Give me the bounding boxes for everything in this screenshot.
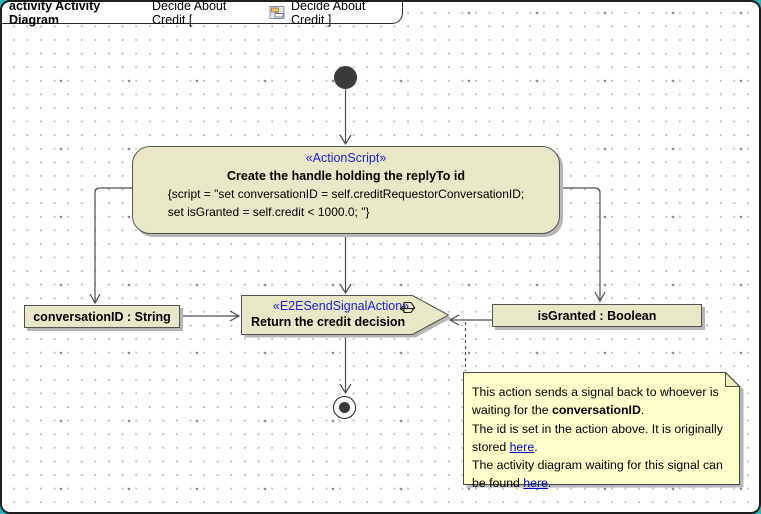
edge-action-to-sendsignal[interactable] — [339, 234, 352, 295]
note-p1-text: This action sends a signal back to whoev… — [472, 385, 719, 418]
action-title: Create the handle holding the replyTo id — [227, 169, 465, 183]
activity-final-node[interactable] — [333, 396, 356, 419]
diagram-kind-label: activity Activity Diagram — [9, 0, 101, 27]
action-stereotype: «ActionScript» — [305, 151, 387, 165]
note-p2-text: The id is set in the action above. It is… — [472, 421, 723, 454]
note-link-found-here[interactable]: here — [523, 476, 548, 491]
note[interactable] — [463, 371, 744, 489]
object-node-conversationid[interactable]: conversationID : String — [24, 305, 180, 328]
send-signal-title: Return the credit decision — [251, 315, 406, 329]
diagram-name-label: Decide About Credit [ — [152, 0, 227, 27]
action-script-line2: set isGranted = self.credit < 1000.0; "} — [167, 204, 370, 219]
diagram-tab[interactable]: activity Activity Diagram Decide About C… — [2, 0, 403, 27]
object-node-isgranted-label: isGranted : Boolean — [537, 308, 657, 323]
diagram-ref-label: Decide About Credit ] — [291, 0, 366, 27]
edge-action-to-conversationid[interactable] — [89, 187, 132, 305]
edge-isgranted-to-sendsignal[interactable] — [448, 314, 492, 326]
note-p3-text: The activity diagram waiting for this si… — [472, 458, 723, 491]
action-node-create-handle[interactable]: «ActionScript» Create the handle holding… — [132, 146, 560, 234]
note-text: This action sends a signal back to whoev… — [472, 385, 723, 491]
activity-final-dot — [339, 402, 350, 413]
object-node-conversationid-label: conversationID : String — [33, 309, 171, 324]
note-p1-bold: conversationID — [551, 403, 641, 418]
edge-initial-to-action[interactable] — [339, 89, 352, 146]
object-node-isgranted[interactable]: isGranted : Boolean — [492, 304, 702, 327]
initial-node[interactable] — [334, 66, 357, 89]
send-signal-icon — [398, 300, 417, 316]
note-link-stored-here[interactable]: here — [509, 439, 535, 454]
edge-sendsignal-to-final[interactable] — [339, 334, 352, 395]
activity-diagram-icon — [269, 5, 285, 20]
edge-action-to-isgranted[interactable] — [560, 187, 606, 303]
edge-conversationid-to-sendsignal[interactable] — [180, 310, 241, 322]
action-script-line1: {script = "set conversationID = self.cre… — [167, 187, 525, 201]
send-signal-stereotype: «E2ESendSignalAction» — [272, 299, 410, 313]
send-signal-node[interactable]: «E2ESendSignalAction» Return the credit … — [241, 295, 453, 339]
